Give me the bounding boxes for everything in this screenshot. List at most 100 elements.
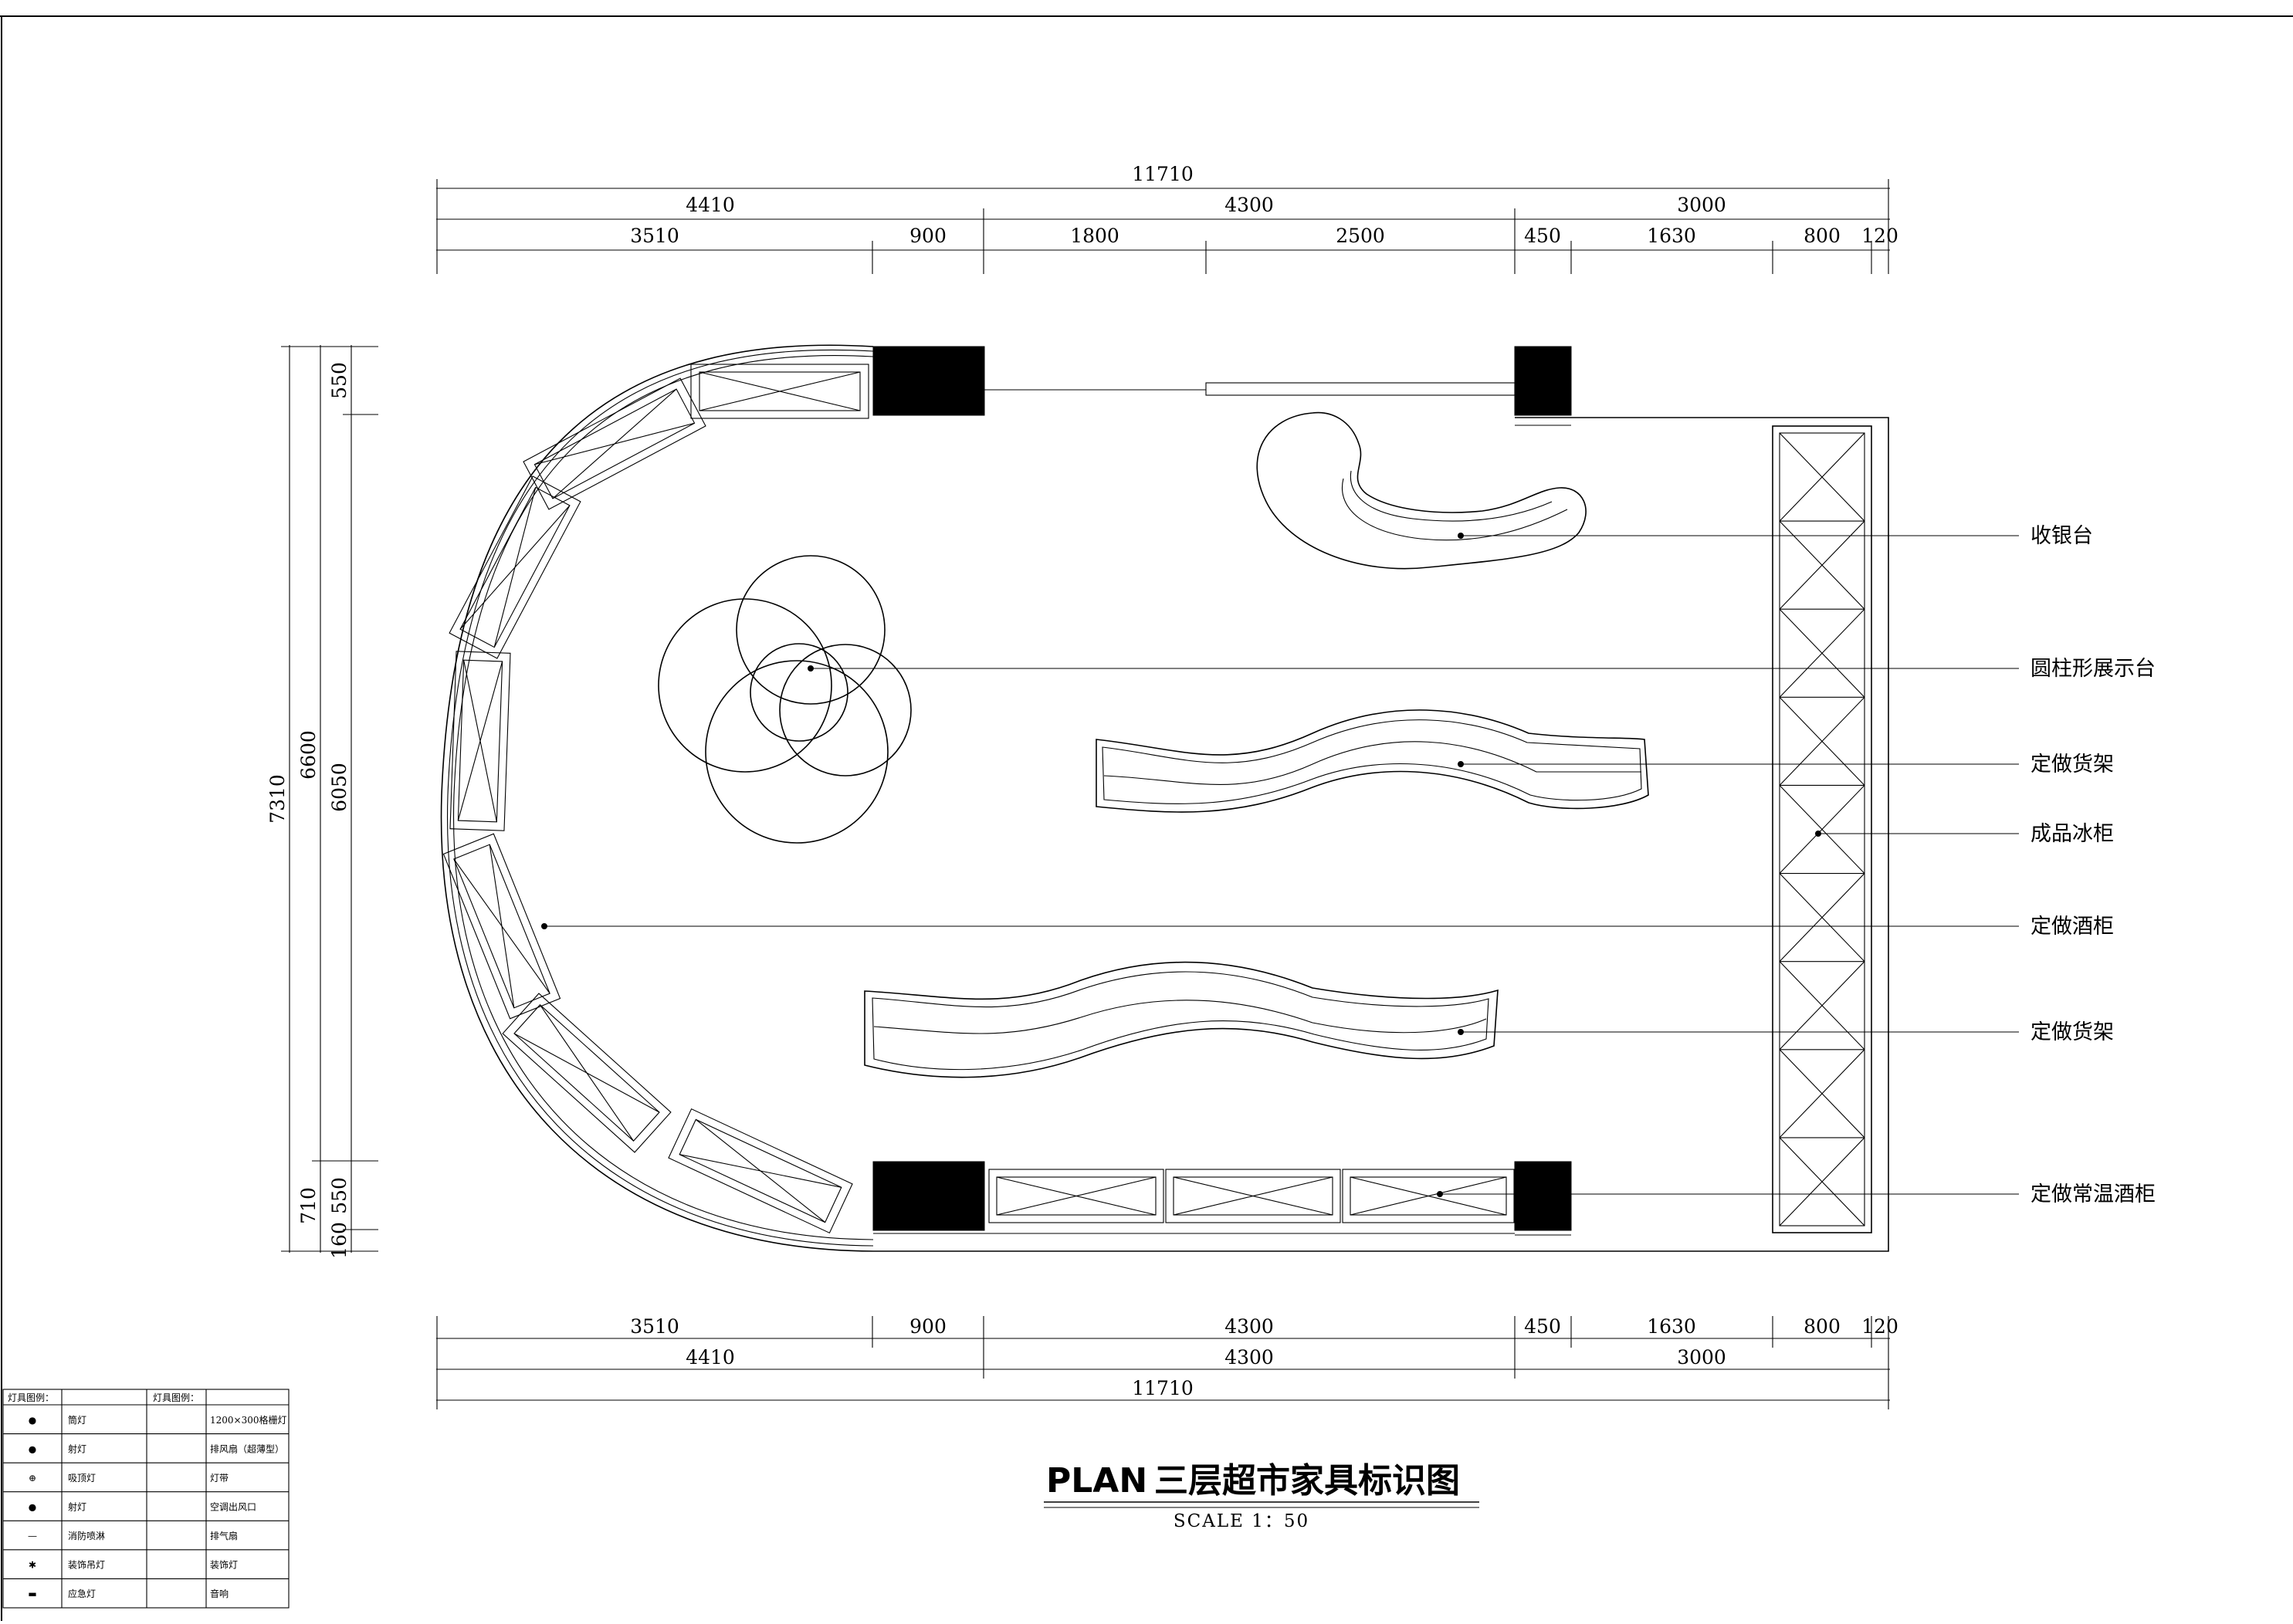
column-bottom-right — [1514, 1161, 1572, 1231]
legend-name-2: 空调出风口 — [210, 1502, 256, 1513]
plan-walls — [440, 344, 1889, 1252]
column-bottom-left — [872, 1161, 985, 1231]
fridge-bay — [1779, 1137, 1865, 1226]
top-dimension-chain: 11710 4410 4300 3000 3510 900 1800 2500 … — [436, 163, 1898, 274]
legend-name-2: 音响 — [210, 1588, 229, 1599]
dim-top-l3-1: 3510 — [630, 225, 679, 247]
legend-symbol: ● — [29, 1443, 36, 1454]
bottom-dimension-chain: 3510 900 4300 450 1630 800 120 4410 4300… — [436, 1315, 1898, 1409]
dim-top-l3-3: 1800 — [1070, 225, 1119, 247]
dim-top-l2-2: 4300 — [1224, 194, 1274, 216]
label-refrigerator: 成品冰柜 — [2031, 822, 2114, 846]
dim-left-l2-2: 710 — [297, 1187, 320, 1224]
dim-left-l3-3: 550 — [328, 1177, 351, 1214]
fridge-bay — [1779, 1049, 1865, 1138]
label-cashier: 收银台 — [2031, 524, 2093, 548]
dim-top-l3-5: 450 — [1524, 225, 1561, 247]
legend-row: ⊕ 吸顶灯 灯带 — [3, 1473, 289, 1493]
refrigerator-cabinets — [1772, 425, 1872, 1233]
legend-name: 射灯 — [68, 1443, 86, 1454]
bottom-cabinet — [988, 1169, 1164, 1223]
legend-name-2: 装饰灯 — [210, 1560, 238, 1571]
legend-name-2: 排气扇 — [210, 1530, 238, 1541]
dim-bottom-l1-1: 3510 — [630, 1315, 679, 1338]
dim-top-l2-1: 4410 — [686, 194, 735, 216]
dim-left-l3-1: 550 — [328, 362, 351, 399]
dim-bottom-l1-6: 800 — [1804, 1315, 1841, 1338]
curved-cabinet — [690, 364, 869, 419]
label-custom-shelf-lower: 定做货架 — [2031, 1020, 2114, 1044]
curved-wine-cabinets — [442, 364, 869, 1234]
label-room-temp-wine-cabinet: 定做常温酒柜 — [2031, 1182, 2156, 1206]
column-top-right — [1514, 346, 1572, 416]
legend-name: 筒灯 — [68, 1414, 86, 1426]
legend-name-2: 1200×300格栅灯 — [210, 1414, 287, 1426]
legend-name-2: 灯带 — [210, 1473, 229, 1484]
legend-header-2: 灯具图例： — [153, 1392, 199, 1403]
dim-bottom-l1-7: 120 — [1861, 1315, 1898, 1338]
legend-row: ▬ 应急灯 音响 — [3, 1588, 289, 1609]
legend-row: ● 射灯 空调出风口 — [3, 1501, 289, 1521]
legend-name: 消防喷淋 — [68, 1530, 105, 1541]
dim-bottom-l2-1: 4410 — [686, 1346, 735, 1369]
fridge-bay — [1779, 696, 1865, 786]
legend-symbol: ▬ — [28, 1588, 36, 1599]
bottom-cabinet — [1165, 1169, 1341, 1223]
dim-top-l3-2: 900 — [909, 225, 947, 247]
dim-left-l3-2: 6050 — [328, 763, 351, 812]
legend-symbol: ✱ — [29, 1560, 36, 1571]
label-custom-shelf-upper: 定做货架 — [2031, 753, 2114, 776]
dim-top-l3-4: 2500 — [1336, 225, 1385, 247]
legend-row: ✱ 装饰吊灯 装饰灯 — [3, 1560, 289, 1579]
columns — [872, 346, 1572, 1231]
dim-bottom-l1-4: 450 — [1524, 1315, 1561, 1338]
column-top-left — [872, 346, 985, 416]
title-block: PLAN 三层超市家具标识图 SCALE 1：50 — [1044, 1461, 1479, 1531]
dim-bottom-l1-5: 1630 — [1647, 1315, 1696, 1338]
curved-cabinet — [523, 377, 706, 510]
cylindrical-display-tables — [658, 555, 912, 844]
dim-bottom-l1-2: 900 — [909, 1315, 947, 1338]
callouts: 收银台 圆柱形展示台 定做货架 成品冰柜 定做酒柜 定做货架 定做常温酒柜 — [541, 524, 2156, 1206]
dim-top-l2-3: 3000 — [1677, 194, 1726, 216]
custom-shelf-upper — [1096, 709, 1649, 813]
legend-symbol: ● — [29, 1415, 36, 1426]
legend-symbol: ● — [29, 1502, 36, 1513]
legend-name: 吸顶灯 — [68, 1473, 96, 1484]
legend-name: 射灯 — [68, 1501, 86, 1513]
legend-symbol: ⊕ — [29, 1473, 36, 1484]
legend-row: — 消防喷淋 排气扇 — [3, 1530, 289, 1551]
legend-name: 装饰吊灯 — [68, 1560, 105, 1571]
curved-cabinet — [502, 993, 672, 1153]
dim-left-total: 7310 — [266, 774, 289, 824]
dim-top-l3-6: 1630 — [1647, 225, 1696, 247]
legend-symbol: — — [28, 1531, 37, 1541]
fridge-bay — [1779, 520, 1865, 610]
left-dimension-chain: 7310 6600 710 550 6050 550 160 — [266, 345, 378, 1259]
dim-top-l3-8: 120 — [1861, 225, 1898, 247]
label-wine-cabinet: 定做酒柜 — [2031, 915, 2114, 939]
fridge-bay — [1779, 873, 1865, 963]
title-code: PLAN — [1046, 1461, 1147, 1501]
fridge-bay — [1779, 432, 1865, 522]
dim-left-l3-4: 160 — [328, 1222, 351, 1259]
curved-cabinet — [668, 1108, 853, 1234]
legend-name-2: 排风扇（超薄型） — [210, 1443, 284, 1454]
dim-bottom-l2-3: 3000 — [1677, 1346, 1726, 1369]
custom-shelf-lower — [864, 961, 1499, 1078]
curved-cabinet — [449, 651, 511, 831]
dim-left-l2-1: 6600 — [297, 730, 320, 780]
label-cylindrical-display: 圆柱形展示台 — [2031, 657, 2156, 681]
fridge-bay — [1779, 961, 1865, 1051]
legend-row: ● 筒灯 1200×300格栅灯 — [3, 1414, 289, 1435]
bottom-cabinet — [1342, 1169, 1515, 1223]
title-scale: SCALE 1：50 — [1174, 1511, 1309, 1531]
bottom-wine-cabinets — [988, 1169, 1515, 1223]
fridge-bay — [1779, 785, 1865, 875]
cashier-counter — [1256, 411, 1587, 570]
legend-row: ● 射灯 排风扇（超薄型） — [3, 1443, 289, 1463]
legend-name: 应急灯 — [68, 1588, 96, 1599]
dim-bottom-total: 11710 — [1132, 1377, 1194, 1399]
